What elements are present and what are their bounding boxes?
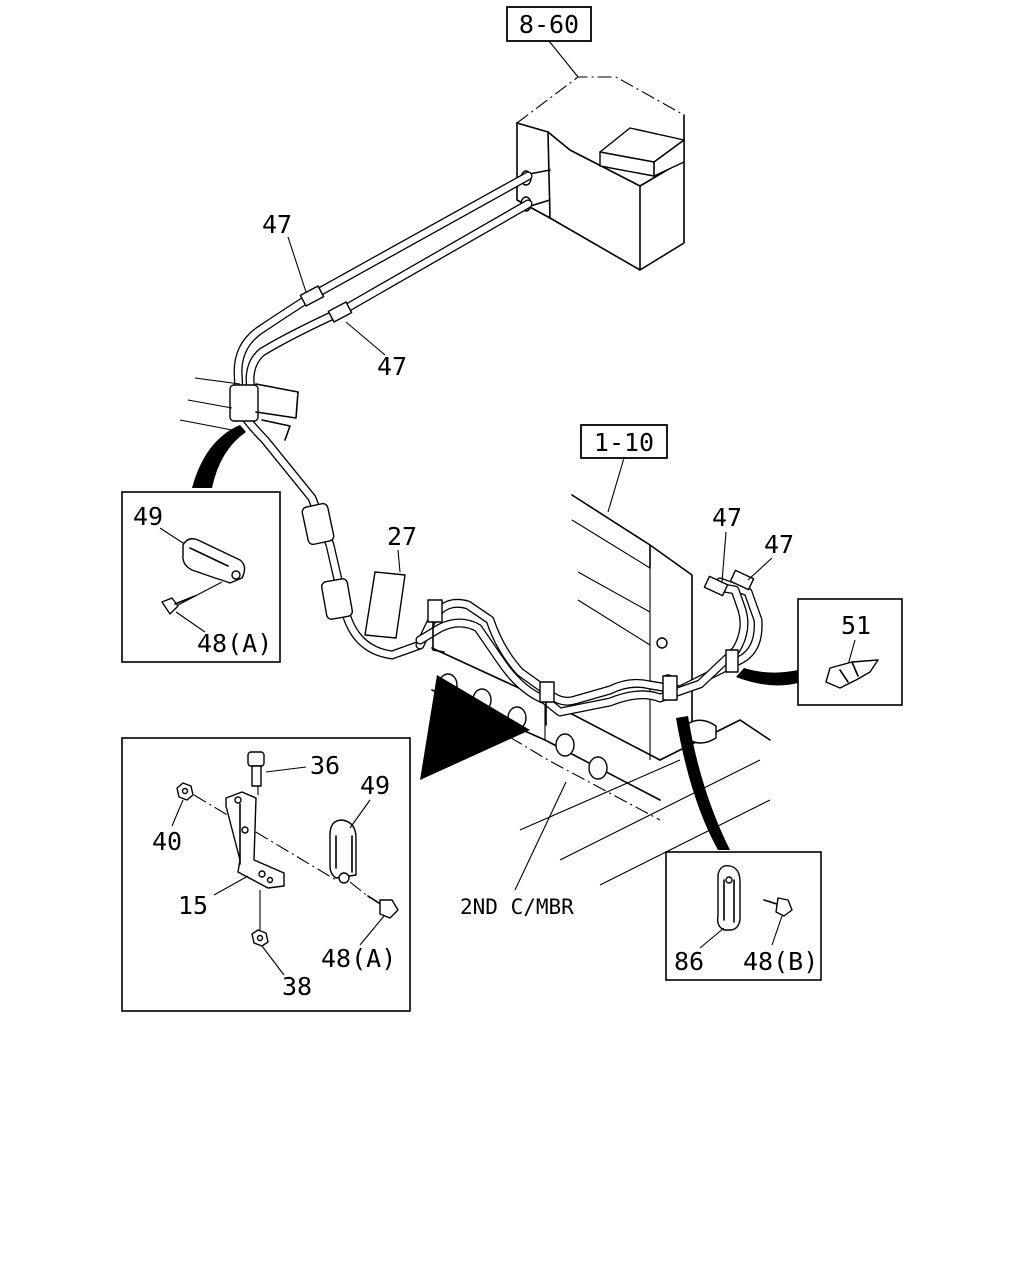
ref-middle: 1-10: [594, 428, 654, 457]
ref-upper: 8-60: [519, 10, 579, 39]
member-label: 2ND C/MBR: [460, 895, 574, 919]
upper-pipes: [229, 171, 533, 660]
upper-unit: 8-60: [506, 6, 685, 271]
bracket-15: 15: [178, 791, 285, 930]
pointer-left-bracket: [420, 675, 530, 780]
svg-text:48(B): 48(B): [743, 947, 818, 976]
inset-bracket: 36 40 15 49: [121, 737, 411, 1012]
svg-text:48(A): 48(A): [197, 629, 272, 658]
inset-left-clip: 49 48(A): [121, 491, 281, 663]
nut-38: 38: [251, 929, 312, 1001]
callout-47-right-a: 47: [712, 503, 742, 583]
svg-text:47: 47: [262, 210, 292, 239]
svg-text:47: 47: [712, 503, 742, 532]
inset-86: 86 48(B): [665, 851, 822, 981]
nut-40: 40: [152, 782, 337, 881]
bolt-48a: 48(A): [321, 881, 399, 973]
svg-text:49: 49: [133, 502, 163, 531]
svg-text:15: 15: [178, 891, 208, 920]
callout-27: 27: [387, 522, 417, 573]
inset-51: 51: [797, 598, 903, 706]
svg-text:47: 47: [377, 352, 407, 381]
svg-text:40: 40: [152, 827, 182, 856]
clip-49: 49: [329, 771, 390, 884]
callout-47-upper-right: 47: [345, 321, 407, 381]
lower-pipes: [364, 569, 763, 726]
svg-text:38: 38: [282, 972, 312, 1001]
svg-text:36: 36: [310, 751, 340, 780]
svg-text:86: 86: [674, 947, 704, 976]
frame-fragment: [179, 377, 299, 488]
callout-47-upper-left: 47: [262, 210, 307, 293]
pointer-right-51: [736, 668, 798, 686]
bolt-36: 36: [247, 751, 340, 795]
callout-47-right-b: 47: [747, 530, 794, 581]
svg-text:48(A): 48(A): [321, 944, 396, 973]
svg-text:47: 47: [764, 530, 794, 559]
svg-text:49: 49: [360, 771, 390, 800]
pointer-bottom-right: [676, 716, 730, 850]
svg-text:51: 51: [841, 611, 871, 640]
member-label-group: 2ND C/MBR: [460, 781, 574, 919]
svg-text:27: 27: [387, 522, 417, 551]
